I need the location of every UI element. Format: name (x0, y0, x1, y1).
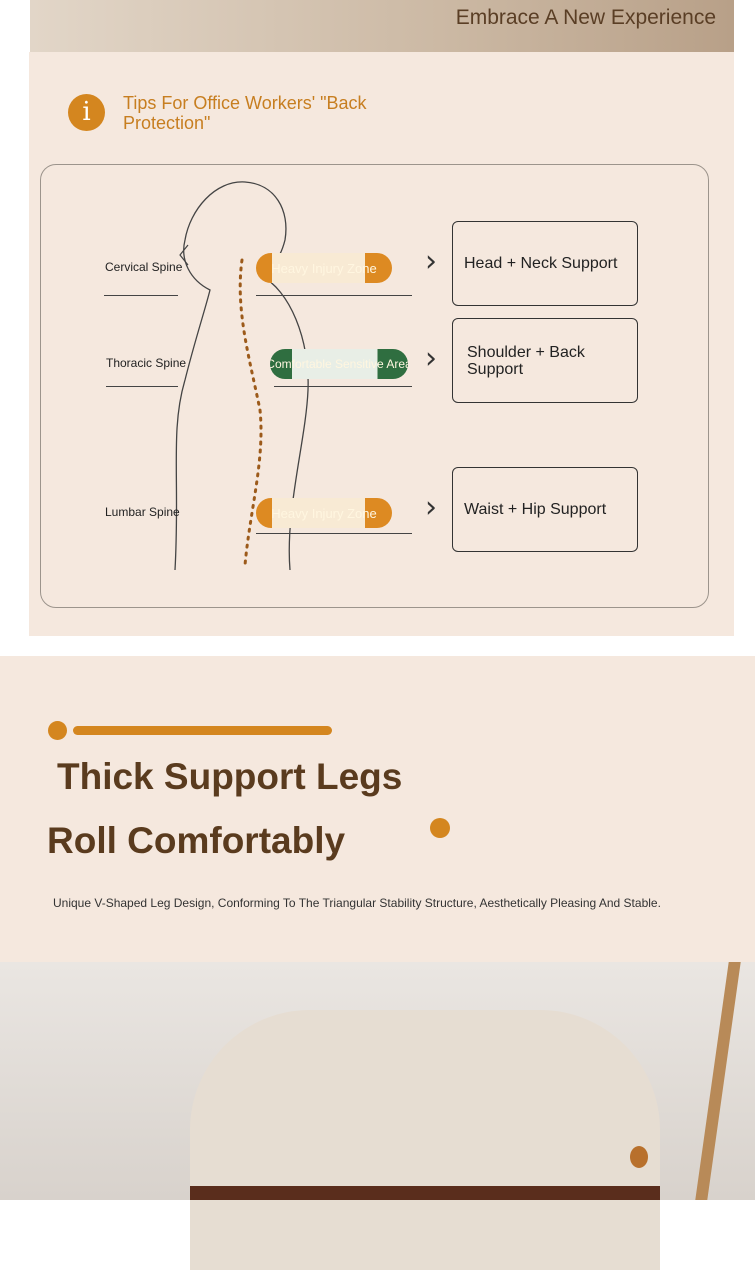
support-box: Waist + Hip Support (452, 467, 638, 552)
lumbar-spine-label: Lumbar Spine (105, 505, 180, 519)
tips-panel (29, 52, 734, 636)
divider (274, 386, 412, 387)
chevron-right-icon: › (425, 244, 437, 279)
decorative-bar (73, 726, 332, 735)
cervical-spine-label: Cervical Spine (105, 260, 183, 274)
heavy-injury-zone-badge: Heavy Injury Zone (256, 498, 392, 528)
banner-text: Embrace A New Experience (455, 6, 716, 29)
chair-base-image (190, 1186, 660, 1200)
decorative-dot (48, 721, 67, 740)
comfortable-sensitive-area-badge: Comfortable Sensitive Area (270, 349, 408, 379)
tips-title: Tips For Office Workers' "Back Protectio… (123, 93, 367, 133)
legs-description: Unique V-Shaped Leg Design, Conforming T… (53, 896, 661, 910)
chevron-right-icon: › (425, 341, 437, 376)
spine-diagram-frame (40, 164, 709, 608)
chevron-right-icon: › (425, 490, 437, 525)
legs-section (0, 656, 755, 962)
chair-cushion-image (190, 1010, 660, 1270)
divider (106, 386, 178, 387)
top-banner: Embrace A New Experience (30, 0, 734, 52)
divider (256, 533, 412, 534)
divider (256, 295, 412, 296)
decorative-dot (430, 818, 450, 838)
thoracic-spine-label: Thoracic Spine (106, 356, 187, 370)
chair-button-image (630, 1146, 648, 1168)
legs-subtitle: Roll Comfortably (47, 820, 346, 861)
support-box: Shoulder + Back Support (452, 318, 638, 403)
divider (104, 295, 178, 296)
info-icon: i (68, 94, 105, 131)
legs-title: Thick Support Legs (57, 756, 403, 797)
support-box: Head + Neck Support (452, 221, 638, 306)
heavy-injury-zone-badge: Heavy Injury Zone (256, 253, 392, 283)
human-silhouette-icon (174, 181, 309, 570)
